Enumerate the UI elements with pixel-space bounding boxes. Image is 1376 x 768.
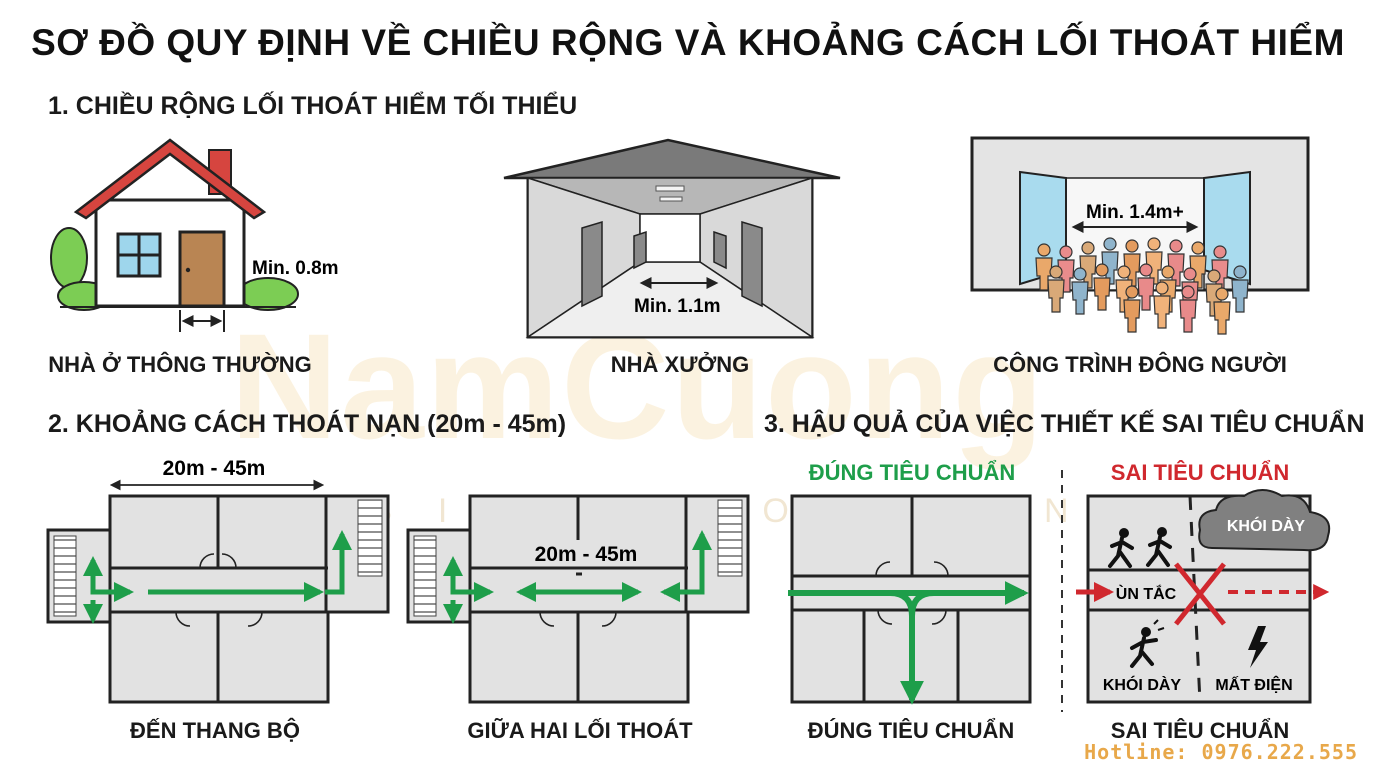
hotline-text: Hotline: 0976.222.555 [1084,740,1358,764]
door-icon [178,230,226,308]
person-figure-icon [1189,241,1207,289]
window-icon [116,232,162,278]
person-figure-icon [1145,237,1163,285]
house-illustration [50,138,299,332]
plan2-caption: GIỮA HAI LỐI THOÁT [467,718,693,743]
plan1-distance-label: 20m - 45m [163,457,266,480]
person-figure-icon [1047,265,1065,313]
running-people-icon [1108,527,1172,568]
person-figure-icon [1153,281,1171,329]
person-figure-icon [1071,267,1089,315]
person-figure-icon [1079,241,1097,289]
person-figure-icon [1179,285,1197,333]
dizzy-person-icon [1130,619,1165,668]
floor-plan-between-exits [406,494,750,704]
correct-header: ĐÚNG TIÊU CHUẨN [808,460,1016,485]
house-width-arrow [179,310,225,332]
person-figure-icon [1123,285,1141,333]
smoke-label: KHÓI DÀY [1103,675,1182,694]
section2-heading: 2. KHOẢNG CÁCH THOÁT NẠN (20m - 45m) [48,410,567,438]
blocked-cross-icon [1174,562,1226,626]
factory-width-label: Min. 1.1m [634,296,721,317]
crowd-venue-illustration [970,136,1310,335]
power-loss-label: MẤT ĐIỆN [1215,675,1292,694]
lightning-icon [1248,626,1268,668]
crowd-people-icon [1035,237,1249,335]
crowd-width-label: Min. 1.4m+ [1086,202,1184,223]
house-caption: NHÀ Ở THÔNG THƯỜNG [48,352,312,377]
person-figure-icon [1093,263,1111,311]
person-figure-icon [1213,287,1231,335]
floor-plan-wrong [1076,489,1331,704]
crowd-caption: CÔNG TRÌNH ĐÔNG NGƯỜI [993,352,1287,377]
floor-plan-to-stairs [46,479,390,704]
section1-heading: 1. CHIỀU RỘNG LỐI THOÁT HIỂM TỐI THIỂU [48,92,578,120]
factory-illustration [503,138,841,339]
plan1-caption: ĐẾN THANG BỘ [130,718,300,743]
wrong-caption: SAI TIÊU CHUẨN [1110,718,1290,743]
factory-caption: NHÀ XƯỞNG [610,352,750,377]
smoke-cloud-icon [1198,489,1331,552]
person-figure-icon [1137,263,1155,311]
congestion-label: ÙN TẮC [1116,584,1177,603]
house-width-label: Min. 0.8m [252,258,339,279]
page-title: SƠ ĐỒ QUY ĐỊNH VỀ CHIỀU RỘNG VÀ KHOẢNG C… [31,22,1345,63]
plan2-distance-label: 20m - 45m [535,543,638,566]
wrong-header: SAI TIÊU CHUẨN [1110,460,1290,485]
person-figure-icon [1231,265,1249,313]
floor-plan-correct [788,494,1032,705]
smoke-cloud-label: KHÓI DÀY [1227,516,1306,535]
section3-heading: 3. HẬU QUẢ CỦA VIỆC THIẾT KẾ SAI TIÊU CH… [764,410,1365,438]
correct-caption: ĐÚNG TIÊU CHUẨN [807,718,1015,743]
